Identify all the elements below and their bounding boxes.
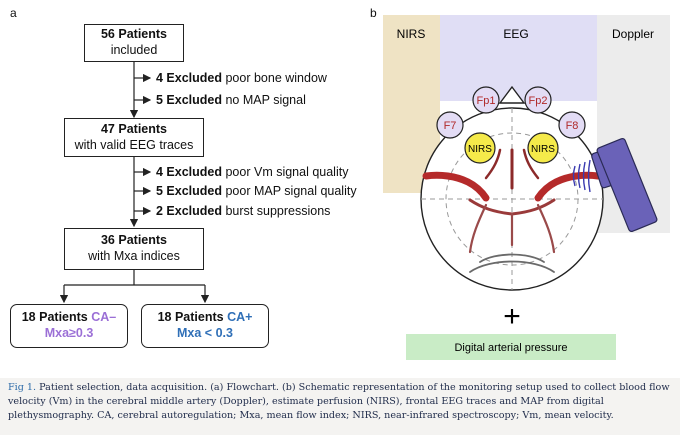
exclusion-item: 4 Excluded poor Vm signal quality — [156, 165, 348, 179]
ca-plus-tag: CA+ — [227, 310, 253, 325]
monitoring-schematic: NIRS EEG Doppler — [383, 15, 670, 360]
flow-box-valid-eeg-label: with valid EEG traces — [74, 137, 194, 152]
pressure-label: Digital arterial pressure — [454, 342, 567, 354]
exclusion-item: 4 Excluded poor bone window — [156, 71, 327, 85]
exclusion-reason: no MAP signal — [225, 93, 306, 107]
exclusion-count: 5 Excluded — [156, 93, 222, 107]
exclusion-reason: burst suppressions — [225, 204, 331, 218]
electrode-fp1: Fp1 — [472, 86, 500, 114]
doppler-probe — [591, 137, 658, 233]
doppler-band-label: Doppler — [612, 27, 654, 41]
exclusion-item: 5 Excluded no MAP signal — [156, 93, 306, 107]
flow-box-ca-plus-count: 18 Patients — [157, 310, 224, 325]
electrode-fp2-label: Fp2 — [529, 95, 548, 107]
flowchart-connectors — [59, 62, 210, 304]
electrode-f8-label: F8 — [566, 120, 579, 132]
flow-box-mxa-label: with Mxa indices — [88, 249, 180, 263]
cerebral-vessels — [468, 148, 556, 273]
flow-box-ca-plus: 18 Patients CA+ Mxa < 0.3 — [141, 304, 269, 348]
exclusion-reason: poor MAP signal quality — [225, 184, 357, 198]
electrode-fp1-label: Fp1 — [477, 95, 496, 107]
flow-box-included-count: 56 Patients — [100, 27, 167, 42]
flow-box-valid-eeg: 47 Patients with valid EEG traces — [64, 118, 204, 157]
nirs-sensor-right: NIRS — [527, 132, 559, 164]
panel-a-label: a — [10, 6, 17, 20]
exclusion-item: 5 Excluded poor MAP signal quality — [156, 184, 357, 198]
pressure-band — [406, 334, 616, 360]
figure-caption-text: Patient selection, data acquisition. (a)… — [8, 382, 670, 421]
ca-plus-criterion: Mxa < 0.3 — [177, 326, 233, 340]
electrode-f8: F8 — [558, 111, 586, 139]
panel-b-label: b — [370, 6, 377, 20]
nirs-band-label: NIRS — [397, 27, 426, 41]
flow-box-ca-minus: 18 Patients CA– Mxa≥0.3 — [10, 304, 128, 348]
exclusion-reason: poor Vm signal quality — [225, 165, 349, 179]
figure-caption: Fig 1. Patient selection, data acquisiti… — [8, 381, 672, 423]
nirs-sensor-right-label: NIRS — [531, 144, 555, 155]
flow-box-valid-eeg-count: 47 Patients — [100, 121, 167, 136]
flow-box-included-label: included — [110, 43, 158, 57]
nirs-sensor-left-label: NIRS — [468, 144, 492, 155]
exclusion-count: 4 Excluded — [156, 71, 222, 85]
plus-sign: + — [503, 300, 521, 333]
exclusion-count: 2 Excluded — [156, 204, 222, 218]
electrode-f7: F7 — [436, 111, 464, 139]
ca-minus-tag: CA– — [91, 310, 117, 325]
figure-caption-label: Fig 1. — [8, 382, 37, 393]
flow-box-ca-minus-count: 18 Patients — [21, 310, 88, 325]
figure-panel: a 56 Patients included 4 Excluded poor b… — [0, 0, 680, 378]
flow-box-mxa-count: 36 Patients — [100, 233, 167, 248]
left-middle-cerebral-artery — [422, 171, 490, 202]
exclusion-item: 2 Excluded burst suppressions — [156, 204, 330, 218]
doppler-waves — [572, 159, 591, 193]
eeg-band-label: EEG — [503, 27, 528, 41]
exclusion-reason: poor bone window — [225, 71, 327, 85]
electrode-fp2: Fp2 — [524, 86, 552, 114]
electrode-f7-label: F7 — [444, 120, 457, 132]
flow-box-mxa: 36 Patients with Mxa indices — [64, 228, 204, 270]
ca-minus-criterion: Mxa≥0.3 — [44, 326, 94, 340]
exclusion-count: 5 Excluded — [156, 184, 222, 198]
eeg-band — [440, 15, 597, 101]
exclusion-count: 4 Excluded — [156, 165, 222, 179]
flow-box-included: 56 Patients included — [84, 24, 184, 62]
right-middle-cerebral-artery — [534, 171, 602, 202]
nirs-sensor-left: NIRS — [464, 132, 496, 164]
